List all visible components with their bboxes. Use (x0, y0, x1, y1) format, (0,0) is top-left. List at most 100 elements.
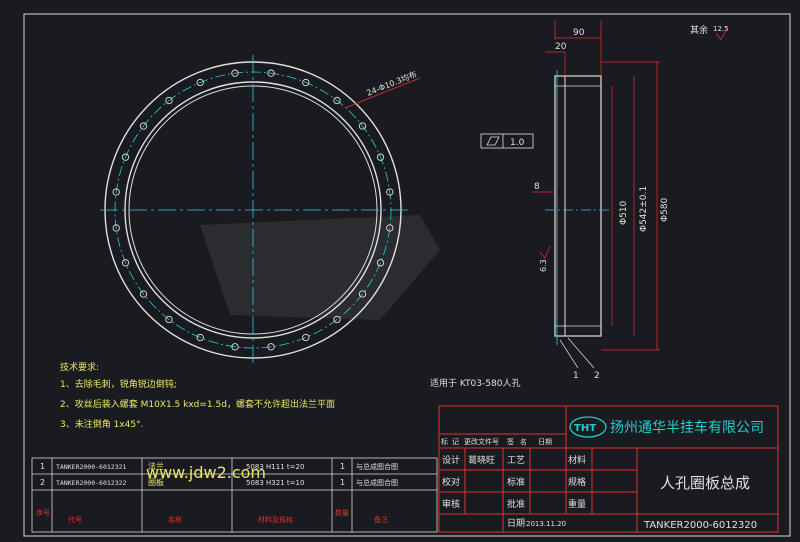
note-3: 3、未注倒角 1x45°. (60, 418, 143, 430)
bolt-hole (196, 333, 204, 342)
bolt-hole (302, 78, 310, 87)
date-label: 日期 (507, 518, 525, 529)
bolt-hole (231, 69, 239, 77)
bolt-hole (231, 343, 239, 351)
bom-header-cell: 数量 (335, 508, 349, 517)
company-logo-icon (569, 416, 607, 438)
bolt-hole (333, 96, 341, 105)
hole-callout: 24-Φ10.3均布 (365, 69, 418, 98)
bom-cell: 2 (40, 478, 45, 487)
notes-title: 技术要求: (60, 361, 99, 373)
bolt-hole (386, 224, 394, 232)
review-label: 审核 (442, 498, 460, 510)
bolt-hole (333, 315, 341, 324)
bom-table (31, 457, 438, 533)
bom-header-cell: 名称 (168, 515, 182, 524)
roughness-value: 12.5 (713, 25, 729, 33)
bolt-hole (358, 290, 367, 298)
bolt-hole (386, 188, 394, 196)
spec-label: 规格 (568, 476, 586, 488)
bom-row-1: 1 TANKER2000-6012321 法兰 5083 H111 t=20 1… (40, 461, 398, 471)
bolt-hole (121, 259, 130, 267)
bom-cell: 圈板 (148, 477, 164, 487)
rev-header-cell: 日期 (538, 438, 552, 446)
rev-header-cell: 标 (441, 437, 448, 446)
bolt-hole (358, 122, 367, 130)
bolt-hole (112, 188, 120, 196)
ring-profile (554, 75, 602, 337)
bolt-hole (267, 69, 275, 77)
bom-header-cell: 代号 (68, 515, 82, 524)
bom-cell: 5083 H111 t=20 (246, 463, 304, 471)
standard-label: 标准 (507, 476, 525, 488)
roughness-note: 其余 (690, 24, 708, 36)
designer-name: 葛晓旺 (468, 454, 495, 466)
bom-cell: 1 (340, 462, 345, 471)
balloon-1: 1 (573, 371, 579, 381)
bom-header: 序号 代号 名称 材料及规格 数量 备注 (36, 508, 388, 524)
front-view: 24-Φ10.3均布 (100, 55, 440, 365)
bolt-hole (196, 78, 204, 87)
roughness-mark-63 (539, 245, 551, 259)
check-label: 校对 (442, 476, 460, 488)
bom-cell: TANKER2000-6012322 (56, 479, 127, 487)
bom-row-2: 2 TANKER2000-6012322 圈板 5083 H321 t=10 1… (40, 477, 398, 487)
bolt-hole (121, 153, 130, 161)
flatness-value: 1.0 (510, 138, 525, 148)
watermark: www.jdw2.com (146, 463, 266, 482)
dim-63: 6.3 (539, 259, 548, 272)
bom-cell: TANKER2000-6012321 (56, 463, 127, 471)
rev-header-cell: 名 (520, 437, 527, 446)
dim-d510: Φ510 (619, 200, 629, 225)
bolt-hole (139, 290, 148, 298)
section-view: 90 20 8 6.3 Φ510 Φ542±0.1 Φ580 1 2 (532, 20, 670, 381)
approve-label: 批准 (507, 498, 525, 510)
dim-20: 20 (555, 42, 567, 52)
material-label: 材料 (568, 454, 586, 466)
note-2: 2、攻丝后装入螺套 M10X1.5 kxd=1.5d，螺套不允许超出法兰平面 (60, 398, 335, 410)
applies-to: 适用于 KT03-580人孔 (430, 378, 520, 389)
date-value: 2013.11.20 (526, 520, 566, 528)
bom-cell: 与总成图合图 (356, 462, 398, 471)
design-label: 设计 (442, 454, 460, 466)
bolt-hole (139, 122, 148, 130)
bom-cell: 法兰 (148, 461, 164, 471)
logo-text: THT (574, 423, 596, 434)
bom-header-cell: 序号 (36, 508, 50, 517)
balloon-2: 2 (594, 371, 600, 381)
flatness-frame: 1.0 (480, 133, 534, 149)
bom-header-cell: 备注 (374, 515, 388, 524)
drawing-number: TANKER2000-6012320 (643, 520, 757, 531)
bom-cell: 1 (340, 478, 345, 487)
weight-label: 重量 (568, 498, 586, 510)
rev-header: 标 记 更改文件号 签 名 日期 (441, 437, 552, 446)
bom-cell: 5083 H321 t=10 (246, 479, 304, 487)
bolt-hole (165, 96, 173, 105)
rev-header-cell: 记 (452, 438, 459, 446)
smudge (200, 215, 440, 320)
flange-profile (554, 75, 566, 337)
bolt-hole (165, 315, 173, 324)
bom-cell: 1 (40, 462, 45, 471)
dim-8: 8 (534, 182, 540, 192)
dim-d542: Φ542±0.1 (639, 186, 649, 232)
bolt-holes (112, 69, 394, 351)
dim-d580: Φ580 (660, 197, 670, 222)
bolt-hole (267, 343, 275, 351)
bolt-hole (376, 259, 385, 267)
roughness-icon (715, 25, 729, 41)
bolt-hole (112, 224, 120, 232)
note-1: 1、去除毛刺，锐角锐边倒钝; (60, 378, 177, 390)
process-label: 工艺 (507, 455, 525, 466)
rev-header-cell: 更改文件号 (464, 437, 499, 446)
hole-leader-line (364, 77, 421, 101)
bom-header-cell: 材料及规格 (258, 515, 293, 524)
hole-leader (344, 99, 366, 109)
flatness-icon (486, 136, 500, 146)
technical-notes: 技术要求: 1、去除毛刺，锐角锐边倒钝; 2、攻丝后装入螺套 M10X1.5 k… (60, 361, 335, 430)
bolt-hole (302, 333, 310, 342)
company-name: 扬州通华半挂车有限公司 (610, 419, 764, 436)
dim-90: 90 (573, 28, 585, 38)
drawing-frame (23, 13, 791, 537)
